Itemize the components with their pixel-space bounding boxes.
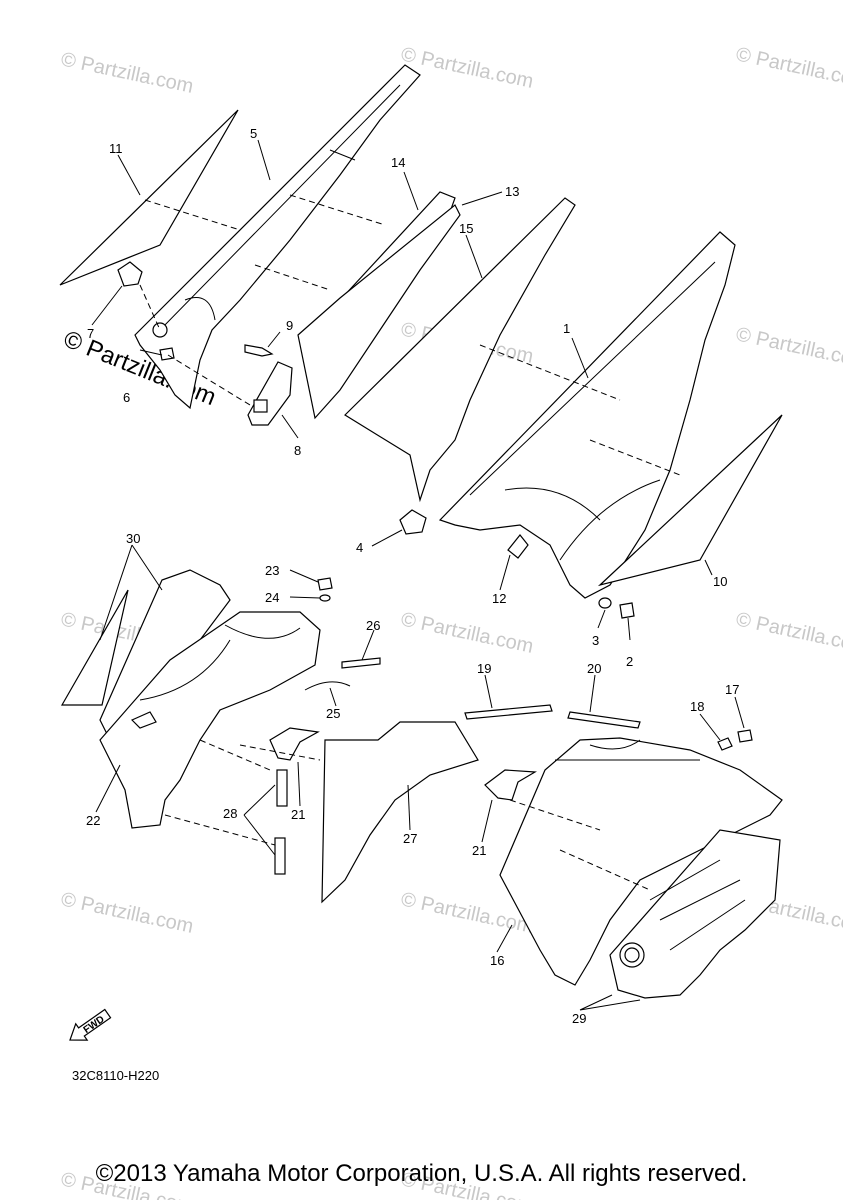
lower-right-assembly bbox=[464, 704, 783, 999]
part-7-clip bbox=[117, 261, 143, 287]
fwd-arrow-icon bbox=[69, 1008, 112, 1041]
part-23-screw bbox=[317, 577, 333, 591]
part-20-strip bbox=[567, 711, 641, 729]
part-24-washer bbox=[319, 594, 331, 602]
callout-6: 6 bbox=[123, 390, 130, 405]
callout-10: 10 bbox=[713, 574, 727, 589]
callout-9: 9 bbox=[286, 318, 293, 333]
watermark: © Partzilla.com bbox=[734, 608, 843, 658]
part-1-side-cover bbox=[438, 231, 736, 599]
lower-right-alignment-lines bbox=[509, 799, 651, 891]
part-9-bolt bbox=[244, 344, 274, 357]
callout-14: 14 bbox=[391, 155, 405, 170]
callout-5: 5 bbox=[250, 126, 257, 141]
callout-26: 26 bbox=[366, 618, 380, 633]
callout-22: 22 bbox=[86, 813, 100, 828]
part-18-washer bbox=[717, 737, 733, 751]
part-10-decal bbox=[597, 414, 783, 587]
callout-20: 20 bbox=[587, 661, 601, 676]
callout-12: 12 bbox=[492, 591, 506, 606]
lower-left-alignment-lines bbox=[164, 739, 321, 846]
watermark: © Partzilla.com bbox=[734, 43, 843, 93]
part-28-pad bbox=[276, 769, 288, 807]
part-30-decal bbox=[60, 589, 129, 706]
callout-19: 19 bbox=[477, 661, 491, 676]
part-4-clip bbox=[399, 509, 427, 535]
diagram-code: 32C8110-H220 bbox=[72, 1068, 160, 1083]
part-28-pad-2 bbox=[274, 837, 286, 875]
part-22-emblem bbox=[130, 711, 157, 729]
fwd-arrow: FWD bbox=[69, 1008, 112, 1041]
callout-1: 1 bbox=[563, 321, 570, 336]
callout-8: 8 bbox=[294, 443, 301, 458]
callout-labels: 1 2 3 4 5 6 7 8 9 10 11 12 13 14 15 16 1… bbox=[86, 126, 739, 1026]
callout-7: 7 bbox=[87, 326, 94, 341]
part-3-washer bbox=[598, 597, 612, 609]
part-16-inner-line bbox=[554, 739, 700, 761]
part-22-inner-line bbox=[139, 624, 301, 701]
part-17-bolt bbox=[737, 729, 753, 743]
upper-assembly bbox=[59, 64, 783, 619]
callout-16: 16 bbox=[490, 953, 504, 968]
part-25-strip bbox=[304, 681, 351, 691]
part-22-cover bbox=[99, 611, 321, 829]
part-12-tab bbox=[507, 534, 529, 559]
callout-27: 27 bbox=[403, 831, 417, 846]
part-21-left-piece bbox=[269, 727, 320, 761]
part-6-screw bbox=[159, 347, 175, 361]
callout-21-right: 21 bbox=[472, 843, 486, 858]
part-21-right-piece bbox=[484, 769, 537, 801]
callout-17: 17 bbox=[725, 682, 739, 697]
part-5-side-cover bbox=[134, 64, 421, 410]
part-1-inner-line bbox=[469, 261, 716, 561]
callout-15: 15 bbox=[459, 221, 473, 236]
callout-30: 30 bbox=[126, 531, 140, 546]
part-13-panel bbox=[297, 204, 461, 420]
callout-4: 4 bbox=[356, 540, 363, 555]
part-19-strip bbox=[464, 704, 553, 720]
lower-left-assembly bbox=[60, 569, 479, 904]
watermark: © Partzilla.com bbox=[399, 608, 535, 658]
callout-23: 23 bbox=[265, 563, 279, 578]
watermark: © Partzilla.com bbox=[59, 48, 195, 98]
part-2-bolt bbox=[619, 602, 635, 619]
part-5-inner-line bbox=[159, 84, 401, 331]
part-grommet bbox=[152, 322, 168, 338]
watermark: © Partzilla.com bbox=[59, 888, 195, 938]
callout-29: 29 bbox=[572, 1011, 586, 1026]
leader-lines bbox=[91, 139, 745, 1011]
part-8-nut bbox=[253, 399, 268, 413]
part-26-strip bbox=[341, 657, 381, 669]
copyright-notice: ©2013 Yamaha Motor Corporation, U.S.A. A… bbox=[95, 1160, 748, 1187]
callout-24: 24 bbox=[265, 590, 279, 605]
callout-21-left: 21 bbox=[291, 807, 305, 822]
callout-18: 18 bbox=[690, 699, 704, 714]
callout-2: 2 bbox=[626, 654, 633, 669]
part-29-stripes bbox=[649, 859, 746, 951]
part-15-decal bbox=[344, 197, 576, 503]
part-11-decal bbox=[59, 109, 239, 286]
part-27-decal bbox=[321, 721, 479, 904]
callout-28: 28 bbox=[223, 806, 237, 821]
callout-3: 3 bbox=[592, 633, 599, 648]
part-29-graphic bbox=[609, 829, 781, 999]
watermark: © Partzilla.com bbox=[734, 323, 843, 373]
upper-alignment-lines bbox=[139, 194, 681, 476]
watermark: © Partzilla.com bbox=[399, 43, 535, 93]
part-29-logo-inner bbox=[624, 947, 640, 963]
part-8-bracket bbox=[247, 361, 293, 426]
part-16-cover bbox=[499, 737, 783, 986]
callout-13: 13 bbox=[505, 184, 519, 199]
callout-11: 11 bbox=[109, 141, 123, 156]
callout-25: 25 bbox=[326, 706, 340, 721]
